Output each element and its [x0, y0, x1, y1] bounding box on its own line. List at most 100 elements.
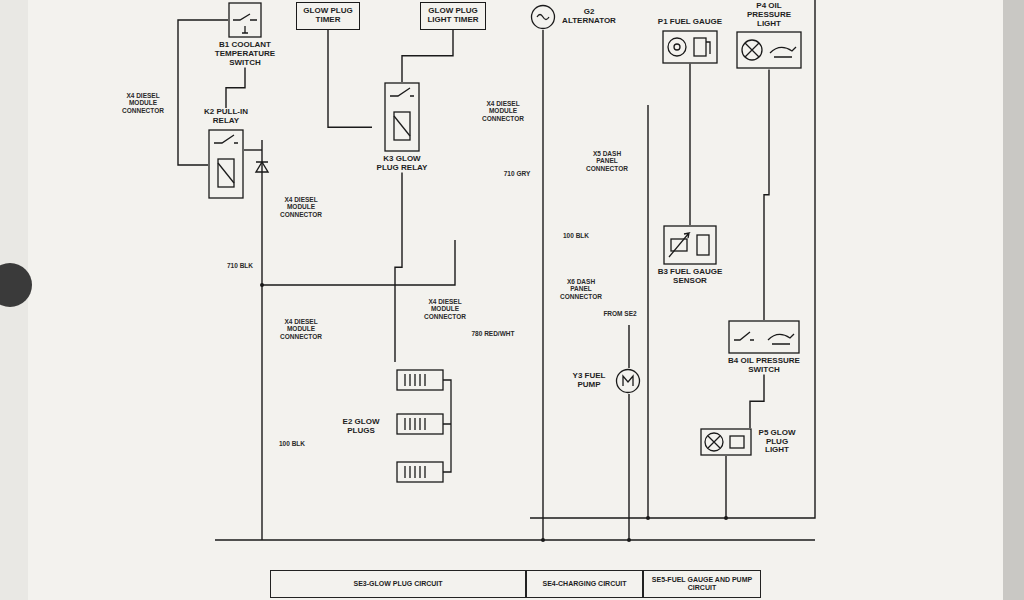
- symbol-strokes: [397, 370, 451, 482]
- wire: [262, 240, 455, 285]
- wire-connector: [402, 30, 453, 82]
- glow-plugs: E2 GLOW PLUGS: [330, 362, 460, 492]
- component-label: E2 GLOW PLUGS: [330, 418, 392, 436]
- wire: [244, 149, 262, 150]
- pump-icon: [706, 42, 710, 54]
- fuel-sensor: B3 FUEL GAUGE SENSOR: [655, 225, 725, 286]
- splice-dot: [541, 538, 545, 542]
- sensor-symbol: [663, 225, 717, 265]
- heater-coil: [405, 466, 425, 478]
- table-cell: SE4-CHARGING CIRCUIT: [526, 570, 643, 598]
- relay-symbol: [384, 82, 420, 152]
- motor-mark: [623, 376, 633, 386]
- wire-connector: [764, 69, 769, 320]
- wire-connector: [689, 64, 690, 225]
- pump-circle: [617, 370, 640, 393]
- splice-dot: [260, 283, 264, 287]
- temperature-switch: B1 COOLANT TEMPERATURE SWITCH: [205, 2, 285, 67]
- relay-contact: [390, 88, 414, 96]
- wire-label: 710 BLK: [222, 262, 258, 269]
- diode-symbol: [256, 162, 268, 172]
- relay: K3 GLOW PLUG RELAY: [372, 82, 432, 173]
- splice-dot: [646, 516, 650, 520]
- wire: [628, 325, 629, 540]
- wire-label: X5 DASH PANEL CONNECTOR: [582, 150, 632, 172]
- pswitch-symbol: [728, 320, 800, 354]
- wire-label: X4 DIESEL MODULE CONNECTOR: [118, 92, 168, 114]
- wire-label: FROM SE2: [598, 310, 642, 317]
- symbol-outline: [229, 3, 261, 37]
- indicator-light: P4 OIL PRESSURE LIGHT: [735, 2, 803, 69]
- oil-can-icon: [768, 334, 794, 344]
- tswitch-symbol: [228, 2, 262, 38]
- symbol-strokes: [737, 32, 801, 68]
- wire-label: 780 RED/WHT: [468, 330, 518, 337]
- symbol-outline: [730, 436, 744, 448]
- timer-box: GLOW PLUG LIGHT TIMER: [420, 2, 486, 30]
- lamp-circle: [742, 40, 762, 60]
- alt-symbol: [530, 4, 556, 30]
- lamp-circle: [705, 433, 723, 451]
- symbol-strokes: [664, 226, 716, 264]
- timer-box: GLOW PLUG TIMER: [296, 2, 360, 30]
- wire-connector: [395, 173, 402, 362]
- relay-symbol: [208, 129, 244, 199]
- wire-connector: [226, 67, 245, 108]
- plug-link: [443, 380, 451, 472]
- variable-arrow: [669, 233, 689, 257]
- symbol-outline: [394, 112, 410, 140]
- wire: [647, 105, 648, 518]
- gauge-hub: [674, 44, 680, 50]
- fuel-gauge: P1 FUEL GAUGE: [655, 18, 725, 64]
- switch-contact: [734, 332, 754, 340]
- wire-label: 100 BLK: [556, 232, 596, 239]
- component-label: B1 COOLANT TEMPERATURE SWITCH: [205, 41, 285, 67]
- wire-label: 100 BLK: [272, 440, 312, 447]
- component-label: GLOW PLUG TIMER: [300, 7, 356, 25]
- symbol-outline: [397, 370, 443, 390]
- switch-contact: [233, 14, 257, 20]
- lamp-cross: [708, 436, 720, 448]
- symbol-strokes: [532, 6, 555, 29]
- symbol-outline: [701, 429, 751, 455]
- gauge-symbol: [662, 30, 718, 64]
- symbol-outline: [218, 159, 234, 187]
- relay-coil: [394, 116, 410, 136]
- component-label: G2 ALTERNATOR: [559, 8, 619, 26]
- pump-symbol: [615, 368, 641, 394]
- alternator: G2 ALTERNATOR: [530, 4, 622, 30]
- table-cell: SE3-GLOW PLUG CIRCUIT: [270, 570, 526, 598]
- paper-edge: [1003, 0, 1024, 600]
- table-cell: SE5-FUEL GAUGE AND PUMP CIRCUIT: [643, 570, 761, 598]
- symbol-outline: [737, 32, 801, 68]
- symbol-outline: [663, 31, 717, 63]
- component-label: P5 GLOW PLUG LIGHT: [755, 429, 799, 455]
- relay-contact: [214, 135, 238, 143]
- lamp-cross: [745, 43, 759, 57]
- wire-label: X4 DIESEL MODULE CONNECTOR: [276, 196, 326, 218]
- pressure-switch: B4 OIL PRESSURE SWITCH: [722, 320, 806, 375]
- symbol-strokes: [617, 370, 640, 393]
- lamp-symbol: [700, 428, 752, 456]
- splice-dot: [724, 516, 728, 520]
- symbol-outline: [664, 226, 716, 264]
- thermo-mark: [242, 26, 248, 33]
- oil-can-icon: [770, 47, 796, 57]
- binder-hole: [0, 263, 32, 307]
- relay-coil: [218, 163, 234, 183]
- wire: [261, 140, 262, 540]
- component-label: K2 PULL-IN RELAY: [196, 108, 256, 126]
- symbol-outline: [694, 38, 706, 56]
- component-label: B4 OIL PRESSURE SWITCH: [722, 357, 806, 375]
- heaters-symbol: [395, 362, 457, 492]
- component-label: GLOW PLUG LIGHT TIMER: [424, 7, 482, 25]
- lamp2-symbol: [736, 31, 802, 69]
- ac-wave: [537, 15, 549, 20]
- symbol-outline: [397, 462, 443, 482]
- alternator-circle: [532, 6, 555, 29]
- fuel-pump: Y3 FUEL PUMP: [566, 368, 642, 394]
